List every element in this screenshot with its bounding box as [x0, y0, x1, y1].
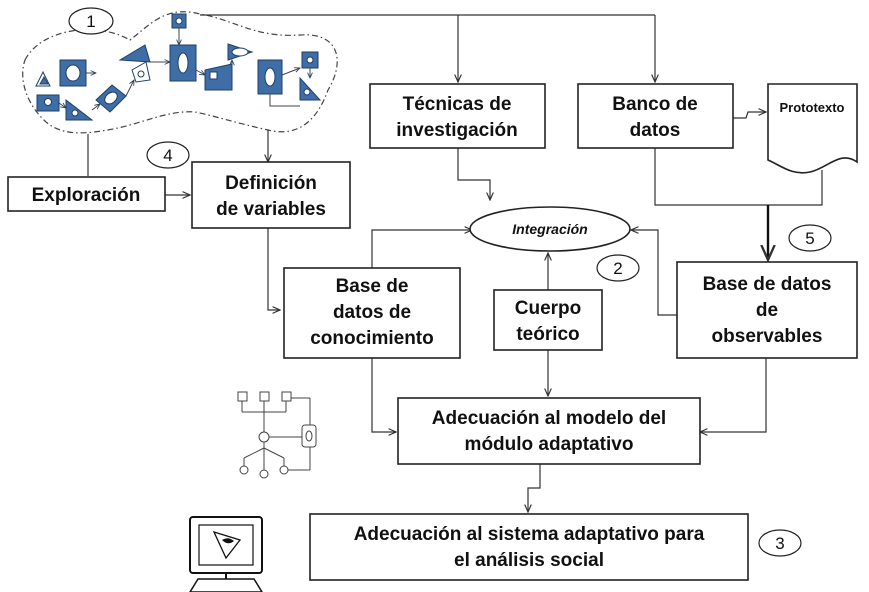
svg-text:observables: observables	[712, 326, 823, 347]
node-prototexto: Prototexto	[767, 83, 858, 174]
svg-text:Integración: Integración	[512, 221, 587, 237]
svg-text:5: 5	[805, 229, 814, 248]
node-base-conocimiento: Base de datos de conocimiento	[283, 267, 461, 359]
svg-text:1: 1	[86, 12, 95, 31]
exploration-cloud	[22, 11, 338, 134]
svg-text:4: 4	[163, 146, 172, 165]
node-integracion: Integración	[469, 206, 631, 252]
svg-text:conocimiento: conocimiento	[310, 328, 434, 349]
svg-text:de variables: de variables	[216, 199, 326, 220]
node-adecuacion-modelo: Adecuación al modelo del módulo adaptati…	[397, 397, 701, 465]
marker-1: 1	[68, 7, 114, 35]
svg-text:2: 2	[613, 259, 622, 278]
marker-3: 3	[758, 529, 802, 557]
computer-icon	[189, 516, 263, 592]
node-banco-datos: Banco de datos	[577, 83, 734, 149]
node-definicion: Definición de variables	[191, 161, 351, 229]
svg-text:3: 3	[775, 534, 784, 553]
node-adecuacion-sistema: Adecuación al sistema adaptativo para el…	[309, 513, 749, 581]
svg-text:Adecuación al modelo del: Adecuación al modelo del	[432, 408, 666, 429]
svg-text:Banco de: Banco de	[612, 94, 698, 115]
svg-text:Exploración: Exploración	[32, 185, 141, 206]
svg-text:Cuerpo: Cuerpo	[515, 298, 582, 319]
node-exploracion: Exploración	[7, 176, 166, 212]
svg-text:Prototexto: Prototexto	[780, 100, 845, 115]
svg-text:el análisis social: el análisis social	[454, 550, 604, 571]
svg-text:datos de: datos de	[333, 302, 411, 323]
svg-text:teórico: teórico	[516, 324, 579, 345]
network-icon	[237, 391, 317, 479]
node-cuerpo-teorico: Cuerpo teórico	[493, 289, 603, 351]
marker-4: 4	[146, 141, 190, 169]
svg-text:Definición: Definición	[225, 173, 317, 194]
svg-text:investigación: investigación	[396, 120, 517, 141]
svg-text:Adecuación al sistema adaptati: Adecuación al sistema adaptativo para	[354, 524, 705, 545]
node-tecnicas: Técnicas de investigación	[369, 83, 546, 149]
svg-text:módulo adaptativo: módulo adaptativo	[465, 434, 634, 455]
marker-5: 5	[788, 224, 832, 252]
node-base-observables: Base de datos de observables	[676, 261, 858, 359]
svg-text:datos: datos	[630, 120, 681, 141]
svg-text:Base de: Base de	[336, 276, 409, 297]
edges	[87, 14, 823, 512]
svg-text:Técnicas de: Técnicas de	[403, 94, 512, 115]
svg-text:Base de datos: Base de datos	[703, 274, 832, 295]
svg-text:de: de	[756, 300, 778, 321]
marker-2: 2	[596, 254, 640, 282]
